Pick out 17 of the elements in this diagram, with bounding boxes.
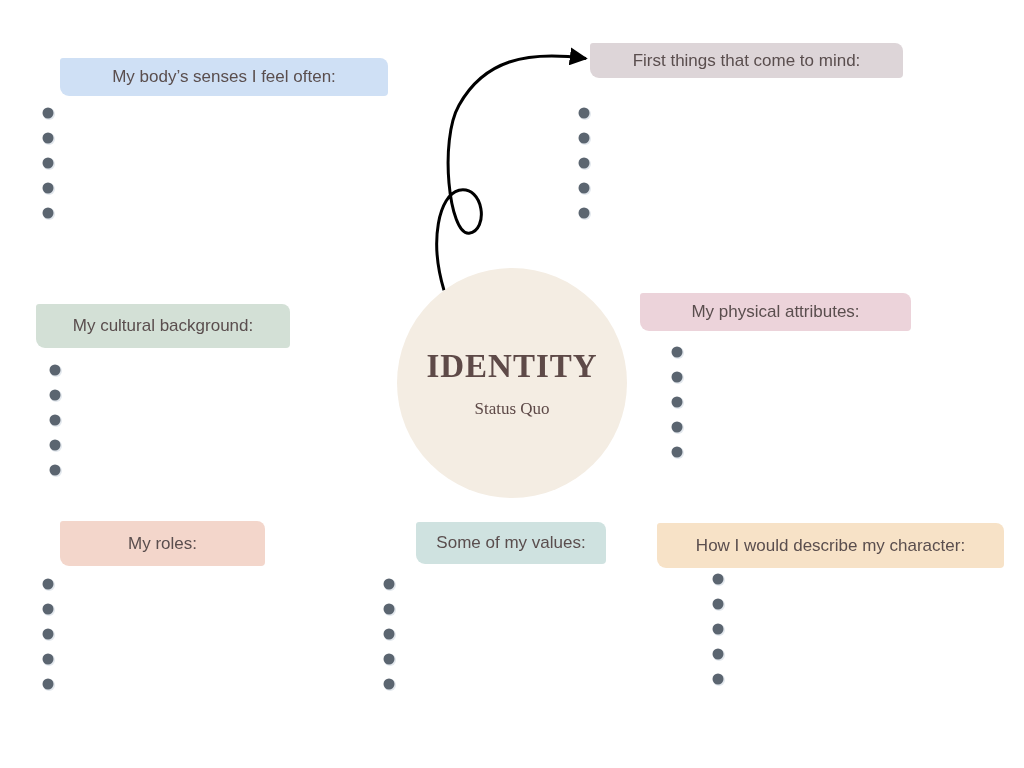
heading-text: My physical attributes: [691, 302, 860, 322]
brush-stroke-heading [60, 58, 388, 96]
brush-stroke-heading [416, 522, 606, 564]
heading-text: My body’s senses I feel often: [112, 67, 336, 87]
brush-stroke-heading [590, 43, 903, 78]
heading-text: My roles: [128, 533, 197, 554]
heading-text: How I would describe my character: [695, 535, 966, 556]
brush-stroke-heading [640, 293, 911, 331]
heading-text: First things that come to mind: [632, 50, 861, 71]
heading-text: My cultural background: [72, 316, 254, 336]
curly-arrow [435, 47, 588, 291]
brush-stroke-heading [657, 523, 1004, 568]
center-title: IDENTITY [426, 347, 598, 385]
brush-stroke-heading [36, 304, 290, 348]
heading-text: Some of my values: [436, 533, 586, 553]
center-subtitle: Status Quo [474, 398, 550, 419]
brush-stroke-heading [60, 521, 265, 566]
